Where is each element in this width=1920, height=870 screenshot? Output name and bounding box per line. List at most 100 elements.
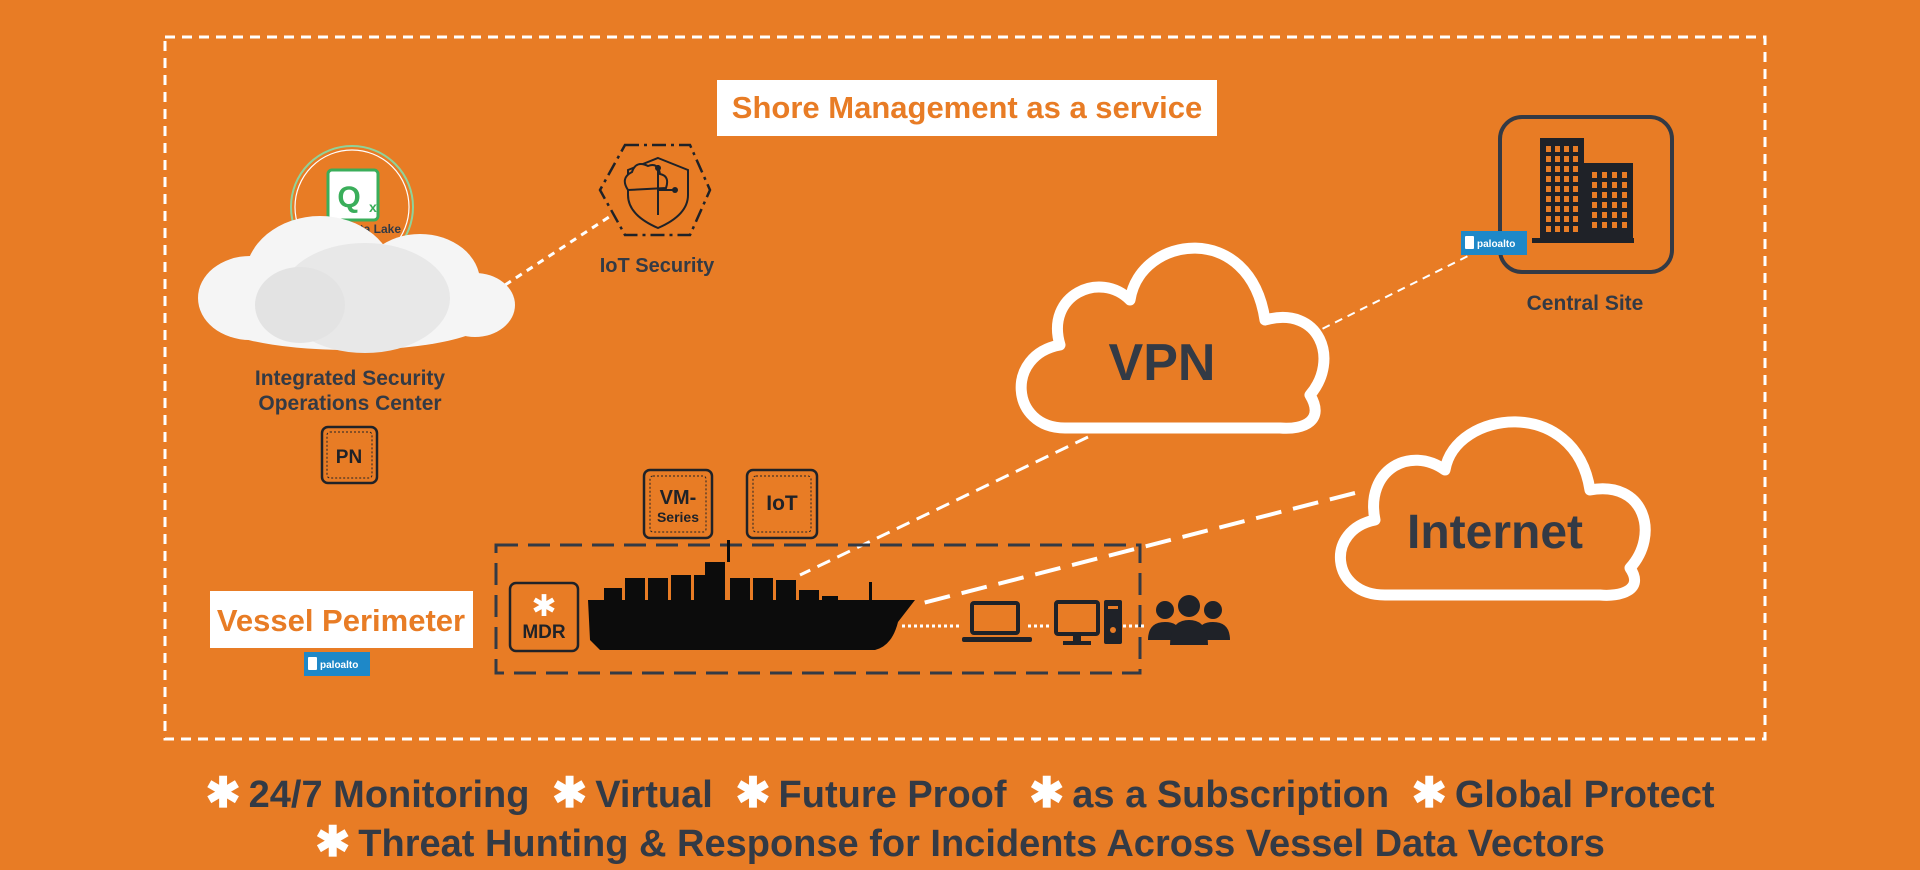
footer-item: ✱Future Proof	[735, 768, 1006, 817]
building-window	[1612, 202, 1617, 208]
pn-badge-label: PN	[336, 447, 362, 468]
iot-security-label: IoT Security	[600, 255, 715, 277]
building-window	[1592, 172, 1597, 178]
building-window	[1622, 222, 1627, 228]
asterisk-icon: ✱	[552, 769, 588, 816]
building-window	[1564, 216, 1569, 222]
pn-badge: PN	[320, 425, 379, 485]
footer-item-label: Global Protect	[1454, 774, 1715, 816]
building-window	[1555, 206, 1560, 212]
mdr-asterisk-icon: ✱	[531, 589, 556, 624]
internet-label: Internet	[1407, 506, 1583, 559]
building-window	[1564, 186, 1569, 192]
desktop-icon	[1054, 600, 1122, 645]
paloalto-logo-vessel-text: paloalto	[320, 660, 358, 671]
asterisk-icon: ✱	[315, 818, 351, 865]
paloalto-logo-central: paloalto	[1461, 231, 1527, 255]
building-window	[1612, 182, 1617, 188]
vm-series-badge: VM- Series	[642, 468, 714, 540]
building-window	[1612, 222, 1617, 228]
footer-item: ✱Threat Hunting & Response for Incidents…	[315, 817, 1605, 866]
building-window	[1602, 222, 1607, 228]
footer-item: ✱Virtual	[552, 768, 713, 817]
internet-cloud	[1335, 416, 1651, 601]
footer-item-label: 24/7 Monitoring	[248, 774, 530, 816]
footer-item: ✱24/7 Monitoring	[205, 768, 529, 817]
laptop-icon	[962, 601, 1032, 642]
building-window	[1564, 226, 1569, 232]
paloalto-logo-central-text: paloalto	[1477, 239, 1515, 250]
footer-item-label: Virtual	[595, 774, 713, 816]
building-windows	[1546, 146, 1627, 232]
building-window	[1546, 206, 1551, 212]
building-window	[1622, 192, 1627, 198]
soc-label-line1: Integrated Security	[255, 367, 446, 390]
footer-line-1: ✱24/7 Monitoring ✱Virtual ✱Future Proof …	[0, 768, 1920, 817]
asterisk-icon: ✱	[735, 769, 771, 816]
mdr-badge-label: MDR	[522, 622, 566, 643]
building-window	[1564, 196, 1569, 202]
building-window	[1546, 186, 1551, 192]
vpn-cloud	[1015, 242, 1330, 434]
ship-icon	[588, 540, 915, 650]
building-window	[1546, 176, 1551, 182]
building-window	[1555, 166, 1560, 172]
building-window	[1622, 212, 1627, 218]
building-window	[1602, 192, 1607, 198]
connector-vpn-central	[1309, 254, 1471, 336]
footer-line-2: ✱Threat Hunting & Response for Incidents…	[0, 817, 1920, 866]
building-window	[1592, 192, 1597, 198]
building-window	[1573, 206, 1578, 212]
building-window	[1573, 226, 1578, 232]
vessel-perimeter-label: Vessel Perimeter	[217, 603, 465, 638]
title-box	[717, 80, 1217, 136]
building-window	[1592, 212, 1597, 218]
building-window	[1546, 166, 1551, 172]
building-window	[1573, 216, 1578, 222]
asterisk-icon: ✱	[1029, 769, 1065, 816]
building-window	[1622, 182, 1627, 188]
building-window	[1564, 176, 1569, 182]
building-window	[1555, 196, 1560, 202]
building-window	[1573, 186, 1578, 192]
building-window	[1546, 226, 1551, 232]
building-window	[1564, 156, 1569, 162]
vessel-perimeter-boundary	[494, 543, 1142, 675]
building-window	[1573, 156, 1578, 162]
building-window	[1602, 202, 1607, 208]
mdr-badge: ✱ MDR	[508, 581, 580, 653]
building-window	[1573, 146, 1578, 152]
building-window	[1546, 146, 1551, 152]
building-window	[1602, 172, 1607, 178]
asterisk-icon: ✱	[205, 769, 241, 816]
paloalto-logo-vessel: paloalto	[304, 652, 370, 676]
building-window	[1573, 166, 1578, 172]
building-window	[1622, 202, 1627, 208]
building-window	[1555, 226, 1560, 232]
building-window	[1612, 192, 1617, 198]
iot-badge-label: IoT	[766, 492, 798, 515]
footer-item-label: Future Proof	[778, 774, 1007, 816]
iot-shield-icon	[598, 143, 712, 237]
cortex-icon: Q x	[326, 168, 380, 222]
svg-text:x: x	[369, 199, 377, 215]
connector-soc-iot	[504, 213, 613, 287]
vpn-label: VPN	[1109, 334, 1216, 392]
building-window	[1602, 182, 1607, 188]
vm-series-line1: VM-	[660, 487, 697, 509]
building-window	[1546, 216, 1551, 222]
building-window	[1564, 206, 1569, 212]
connector-internet-ship	[914, 491, 1356, 607]
building-window	[1555, 186, 1560, 192]
building-window	[1592, 202, 1597, 208]
vm-series-line2: Series	[657, 509, 699, 525]
central-site-label: Central Site	[1527, 292, 1644, 315]
building-window	[1573, 176, 1578, 182]
building-window	[1592, 222, 1597, 228]
building-window	[1564, 146, 1569, 152]
soc-label-line2: Operations Center	[258, 392, 441, 415]
building-window	[1555, 176, 1560, 182]
building-window	[1602, 212, 1607, 218]
soc-cloud	[198, 216, 515, 353]
